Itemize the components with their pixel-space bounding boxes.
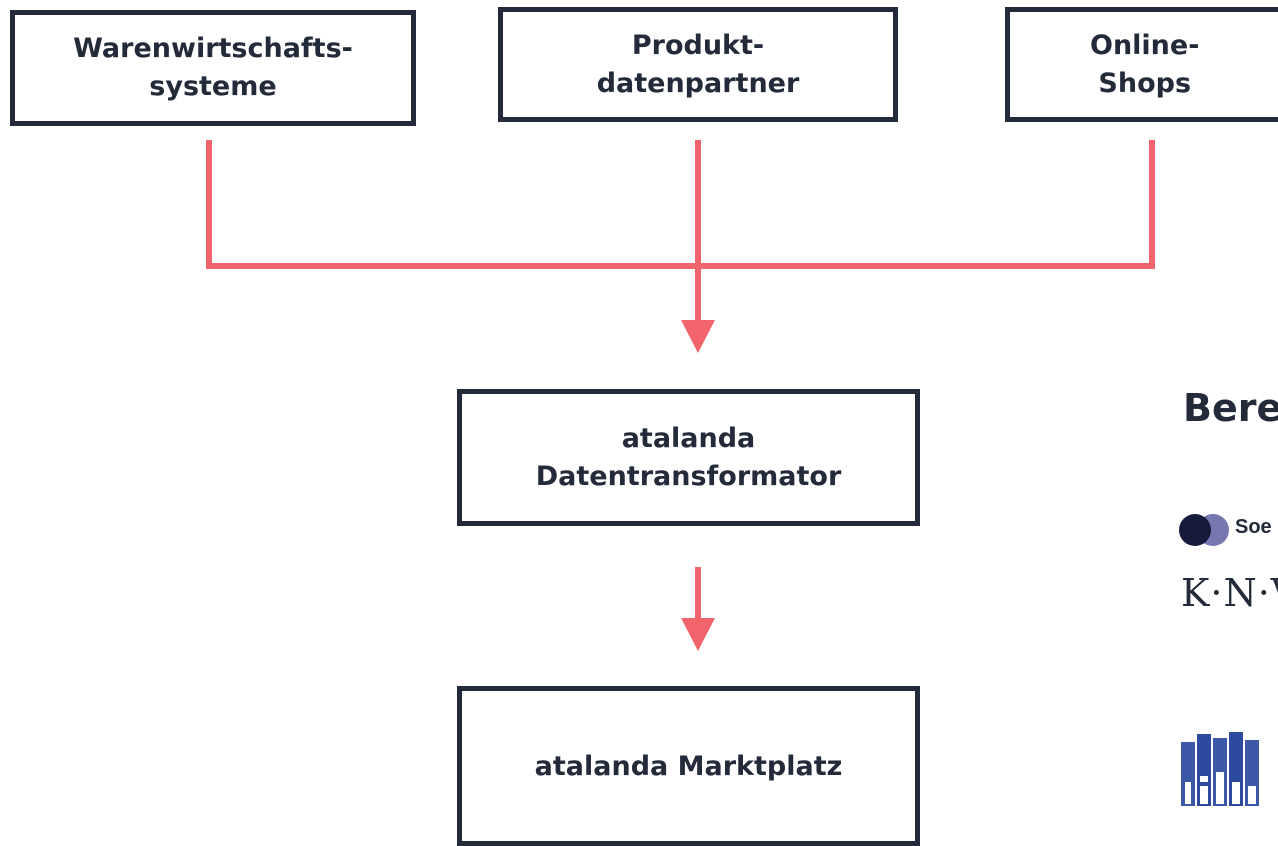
- merge-connector: [206, 140, 1155, 623]
- product-data-partners-label-line-1: Produkt-: [631, 29, 765, 61]
- connector-layer: [206, 140, 1155, 651]
- soe-logo-text: Soe: [1235, 515, 1272, 538]
- soe-logo-mark: [1179, 514, 1229, 546]
- product-data-partners-box: Produkt- datenpartner: [498, 7, 898, 122]
- erp-systems-label-line-1: Warenwirtschafts-: [73, 33, 353, 64]
- arrow-to-marketplace-head: [681, 618, 715, 651]
- data-transformer-label-line-2: Datentransformator: [535, 460, 842, 492]
- online-shops-label-line-2: Shops: [1098, 67, 1192, 99]
- marketplace-label: atalanda Marktplatz: [534, 751, 843, 782]
- online-shops-box: Online- Shops: [1005, 7, 1278, 122]
- partners-heading: Bere: [1183, 386, 1278, 430]
- online-shops-label-line-1: Online-: [1090, 29, 1200, 61]
- libri-logo: [1181, 732, 1261, 806]
- erp-systems-label-line-2: systeme: [149, 71, 277, 102]
- data-transformer-box: atalanda Datentransformator: [457, 389, 920, 526]
- knv-logo: K·N·V: [1181, 571, 1278, 615]
- product-data-partners-label-line-2: datenpartner: [596, 67, 800, 99]
- erp-systems-box: Warenwirtschafts- systeme: [10, 10, 416, 126]
- marketplace-box: atalanda Marktplatz: [457, 686, 920, 846]
- arrow-to-transformer-head: [681, 320, 715, 353]
- data-transformer-label-line-1: atalanda: [621, 422, 756, 454]
- soe-logo: Soe: [1179, 514, 1272, 546]
- libri-logo-graphic: [1181, 732, 1259, 806]
